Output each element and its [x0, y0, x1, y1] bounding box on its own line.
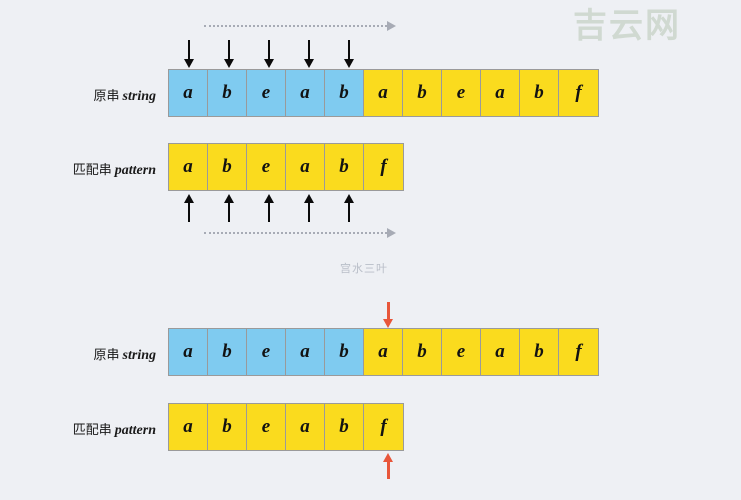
down-arrow-icon: [184, 40, 194, 68]
pattern-top-cell: a: [169, 144, 208, 190]
string-top-cell: f: [559, 70, 598, 116]
pattern-bottom-cell: a: [286, 404, 325, 450]
range-arrow-bottom-line: [204, 232, 387, 234]
pattern-top-cell: a: [286, 144, 325, 190]
range-arrow-top: [204, 21, 396, 31]
string-bottom-cell: b: [325, 329, 364, 375]
string-bottom-cell: a: [169, 329, 208, 375]
range-arrow-bottom-head: [387, 228, 396, 238]
range-arrow-top-head: [387, 21, 396, 31]
pattern-label-cn-bottom: 匹配串: [72, 423, 112, 438]
pattern-label-en-bottom: pattern: [114, 423, 156, 438]
pattern-label-en-top: pattern: [114, 163, 156, 178]
author-watermark: 宫水三叶: [340, 262, 388, 275]
string-bottom-cell: b: [403, 329, 442, 375]
pattern-label-cn-top: 匹配串: [72, 163, 112, 178]
up-arrow-icon: [184, 194, 194, 222]
string-top-cell: e: [247, 70, 286, 116]
up-arrow-icon: [304, 194, 314, 222]
string-top-cell: e: [442, 70, 481, 116]
string-label-cn-bottom: 原串: [93, 348, 120, 363]
up-arrow-icon: [344, 194, 354, 222]
pattern-top-cell: f: [364, 144, 403, 190]
string-top-cell: a: [169, 70, 208, 116]
string-bottom-cell: b: [520, 329, 559, 375]
string-top-cell: b: [520, 70, 559, 116]
red-up-marker: [383, 453, 393, 479]
string-bottom-cell: e: [247, 329, 286, 375]
string-label-en-top: string: [122, 89, 156, 104]
string-top-cell: a: [286, 70, 325, 116]
pattern-bottom-cell: b: [325, 404, 364, 450]
string-top-cell: a: [364, 70, 403, 116]
site-logo-watermark: 吉云网: [573, 6, 681, 46]
range-arrow-bottom: [204, 228, 396, 238]
pattern-top-cell: b: [325, 144, 364, 190]
string-top-cell: a: [481, 70, 520, 116]
string-bottom-cell: a: [286, 329, 325, 375]
down-arrow-icon: [264, 40, 274, 68]
pattern-top-cell: e: [247, 144, 286, 190]
pattern-bottom-cell: a: [169, 404, 208, 450]
string-top-cell: b: [403, 70, 442, 116]
string-bottom-cell: e: [442, 329, 481, 375]
string-bottom-cell: b: [208, 329, 247, 375]
down-arrow-icon: [224, 40, 234, 68]
pattern-bottom-cell: b: [208, 404, 247, 450]
string-bottom-cell: a: [364, 329, 403, 375]
up-arrow-icon: [264, 194, 274, 222]
red-down-marker: [383, 302, 393, 328]
pattern-bottom-cell: e: [247, 404, 286, 450]
string-top-cell: b: [208, 70, 247, 116]
pattern-bottom-cell: f: [364, 404, 403, 450]
down-arrow-icon: [344, 40, 354, 68]
down-arrow-icon: [304, 40, 314, 68]
string-label-cn-top: 原串: [93, 89, 120, 104]
string-bottom-cell: f: [559, 329, 598, 375]
range-arrow-top-line: [204, 25, 387, 27]
pattern-top-cell: b: [208, 144, 247, 190]
string-top-cell: b: [325, 70, 364, 116]
string-label-en-bottom: string: [122, 348, 156, 363]
string-bottom-cell: a: [481, 329, 520, 375]
up-arrow-icon: [224, 194, 234, 222]
